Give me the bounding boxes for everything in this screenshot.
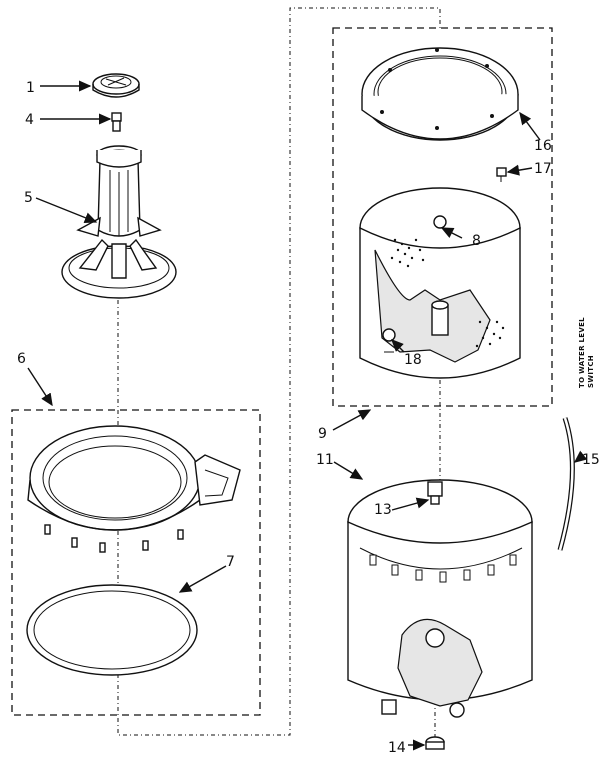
screw (496, 167, 507, 182)
callout-13: 13 (374, 502, 392, 518)
callout-5: 5 (24, 190, 33, 206)
agitator (61, 145, 177, 299)
wash-basket (359, 187, 521, 379)
outer-tub (347, 479, 533, 718)
group-box-9 (332, 27, 553, 407)
leader-lines (27, 80, 588, 751)
callout-14: 14 (388, 740, 406, 756)
callout-6: 6 (17, 351, 26, 367)
callout-16: 16 (534, 138, 552, 154)
agitator-bolt (111, 112, 122, 132)
callout-7: 7 (226, 554, 235, 570)
tub-fitting (427, 481, 443, 505)
water-level-note-line2: SWITCH (587, 355, 595, 388)
callout-17: 17 (534, 161, 552, 177)
callout-11: 11 (316, 452, 334, 468)
callout-15: 15 (582, 452, 600, 468)
water-level-note: TO WATER LEVEL SWITCH (578, 317, 595, 388)
agitator-cap (92, 73, 140, 98)
group-box-6 (11, 409, 261, 716)
tub-ring (27, 425, 241, 553)
center-lines (117, 7, 441, 740)
callout-8: 8 (472, 233, 481, 249)
callout-4: 4 (25, 112, 34, 128)
hose (557, 417, 575, 551)
callout-9: 9 (318, 426, 327, 442)
water-level-note-line1: TO WATER LEVEL (578, 317, 586, 388)
callout-18: 18 (404, 352, 422, 368)
nut (425, 736, 445, 750)
tub-ring-seal (26, 584, 198, 676)
callout-1: 1 (26, 80, 35, 96)
balance-ring (361, 47, 519, 141)
